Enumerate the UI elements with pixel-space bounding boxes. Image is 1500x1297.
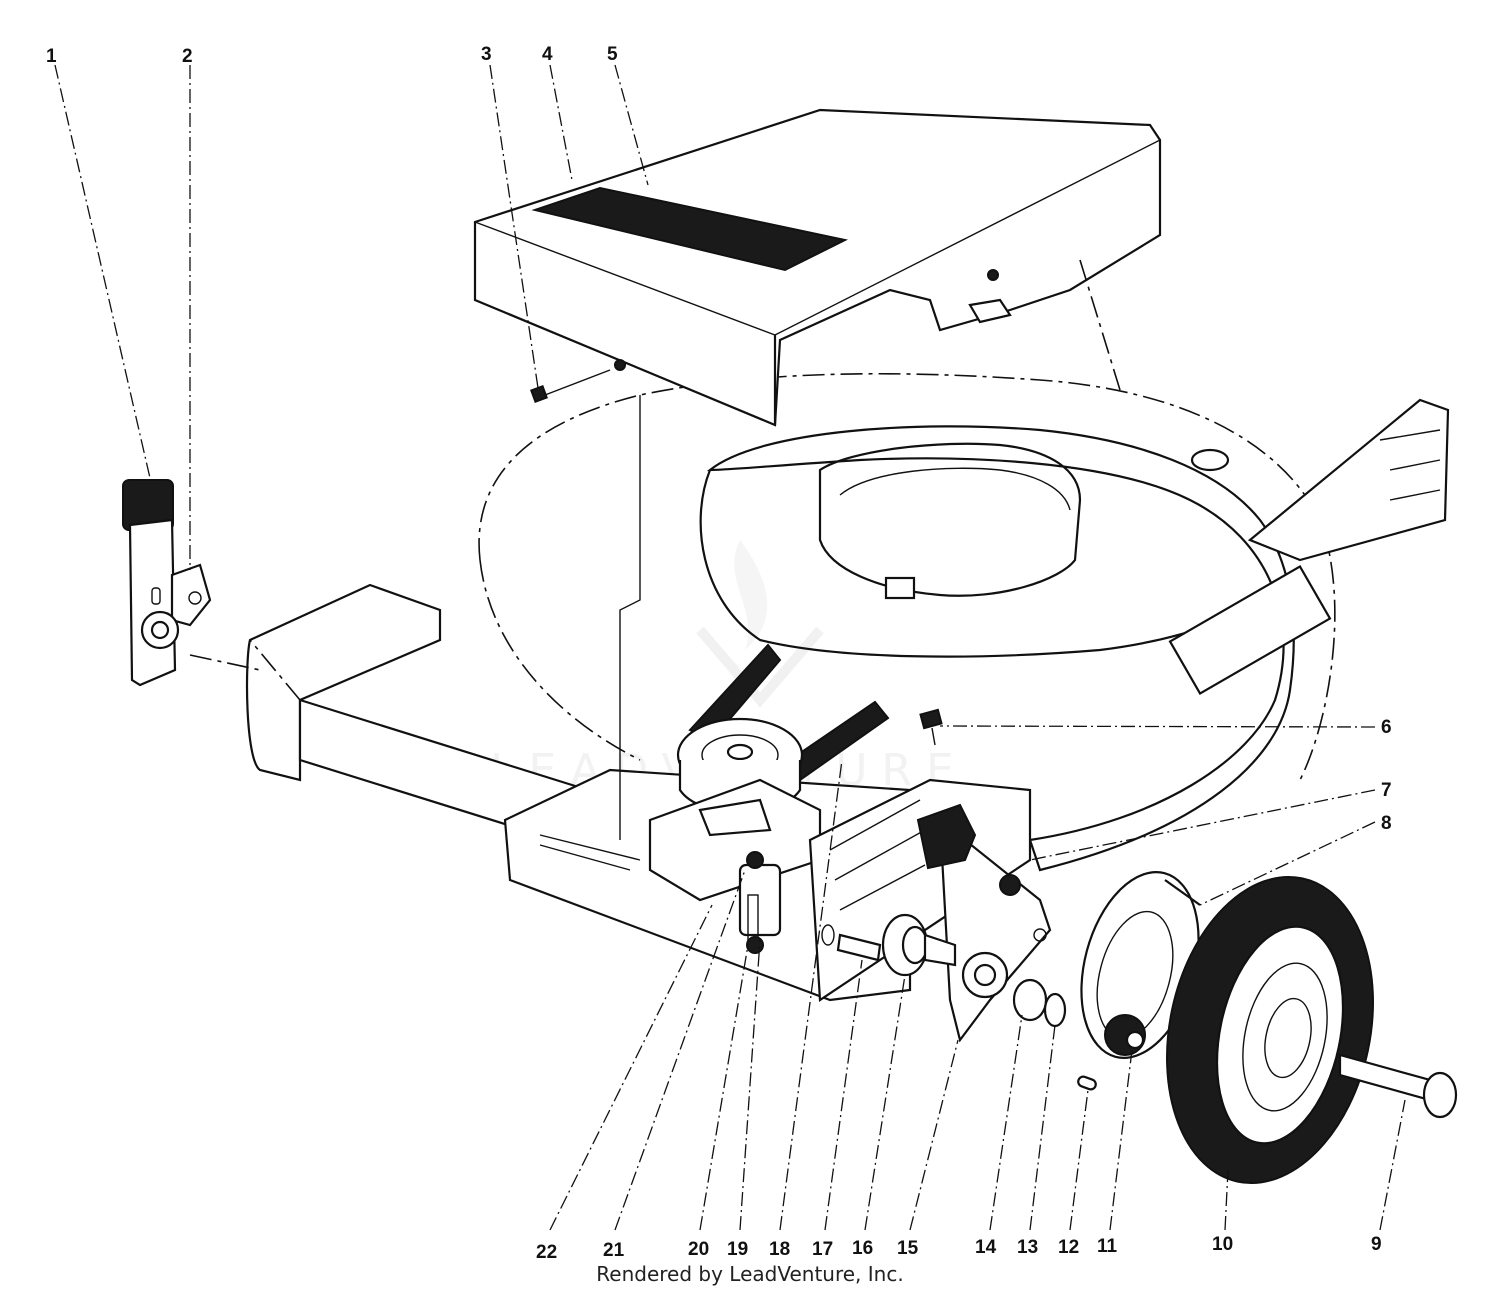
callout-6: 6 [1381, 717, 1392, 738]
mower-deck [478, 372, 1336, 872]
callout-21: 21 [603, 1240, 625, 1261]
callout-3: 3 [481, 44, 492, 65]
callout-14: 14 [975, 1237, 997, 1258]
callout-19: 19 [727, 1239, 748, 1260]
callout-17: 17 [812, 1239, 833, 1260]
callout-18: 18 [769, 1239, 790, 1260]
rear-housing-part-4 [473, 108, 1162, 840]
handle-bracket [1247, 398, 1450, 562]
callout-16: 16 [852, 1238, 873, 1259]
callout-2: 2 [182, 46, 193, 67]
height-adjust-bracket-part-1-2 [122, 479, 261, 687]
credit-line: Rendered by LeadVenture, Inc. [596, 1262, 904, 1286]
callout-12: 12 [1058, 1237, 1079, 1258]
callout-9: 9 [1371, 1234, 1382, 1255]
callout-15: 15 [897, 1238, 919, 1259]
wheel-assembly [1012, 871, 1458, 1185]
callout-5: 5 [607, 44, 618, 65]
callout-20: 20 [688, 1239, 709, 1260]
decal-part-5 [531, 186, 849, 272]
callout-13: 13 [1017, 1237, 1038, 1258]
callout-11: 11 [1097, 1236, 1118, 1257]
callout-7: 7 [1381, 780, 1392, 801]
callout-22: 22 [536, 1242, 557, 1263]
pulley-and-belt [648, 643, 890, 954]
callout-4: 4 [542, 44, 553, 65]
callout-8: 8 [1381, 813, 1392, 834]
callout-labels: 1 2 3 4 5 6 7 8 9 10 11 12 13 14 15 16 1… [46, 44, 1392, 1263]
callout-10: 10 [1212, 1234, 1233, 1255]
drive-bracket-part-15 [808, 708, 1052, 1043]
leader-lines [54, 64, 1406, 1231]
callout-1: 1 [46, 46, 57, 67]
